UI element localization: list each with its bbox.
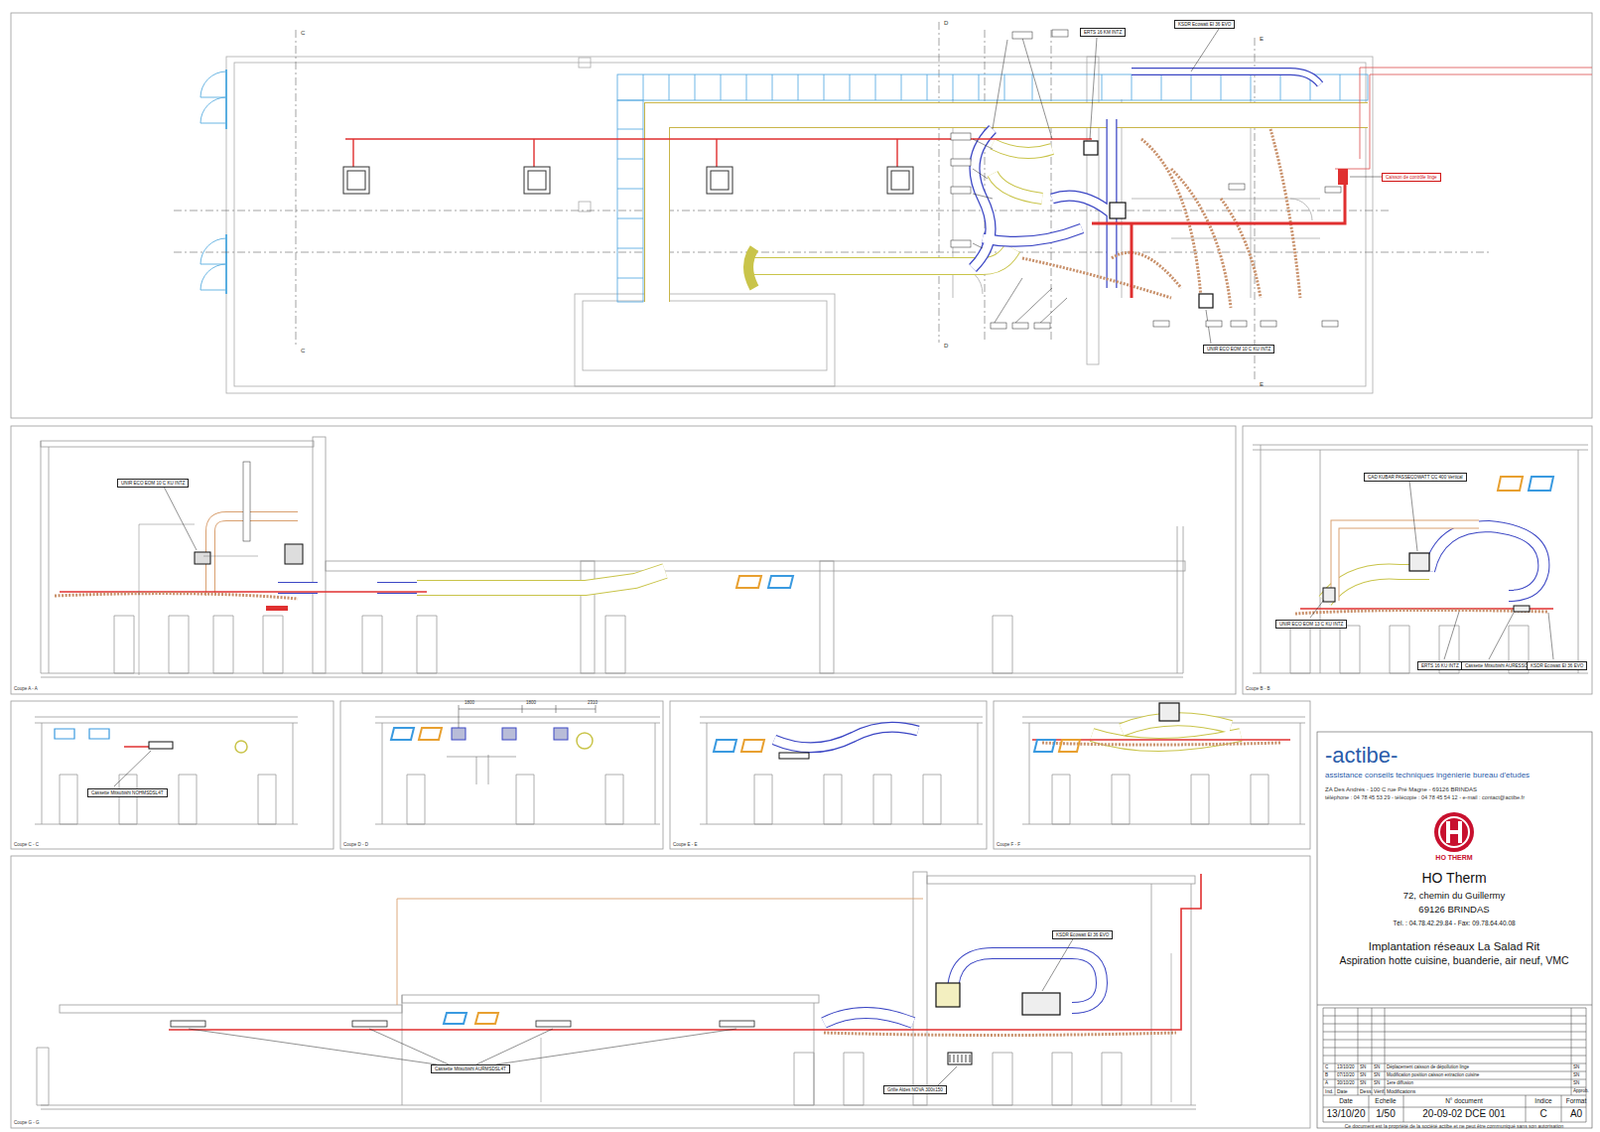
callout-text: UNIR ECO EOM 13 C KU INTZ — [1279, 621, 1343, 627]
table-cell: 13/10/20 — [1336, 1065, 1355, 1070]
table-cell: SN — [1359, 1065, 1366, 1070]
table-cell: SN — [1359, 1080, 1366, 1086]
section-marker: D — [943, 19, 948, 26]
callout-text: Grille Aldes NOVA 300x150 — [887, 1086, 943, 1092]
view-label: Coupe B - B — [1245, 686, 1271, 692]
section-marker: D — [943, 342, 948, 349]
section-marker: E — [1259, 35, 1264, 42]
section-view — [36, 871, 1201, 1109]
table-cell: 13/10/20 — [1327, 1108, 1366, 1120]
section-marker: C — [300, 29, 305, 36]
view-label: Coupe G - G — [13, 1120, 40, 1126]
callout-text: ERTS 16 KU INTZ — [1421, 663, 1460, 668]
logo-text: HO THERM — [1435, 853, 1472, 861]
drawing-title: Implantation réseaux La Salad Rit — [1368, 939, 1541, 952]
table-header: Dess. — [1359, 1088, 1373, 1094]
callout-text: UNIR ECO EOM 10 C KU INTZ — [121, 480, 185, 486]
address: 72, chemin du Guillermy — [1403, 890, 1505, 901]
callout-box: KSDR Ecowatt EI 36 EVO — [1052, 930, 1113, 939]
callout-box: ERTS 16 KM INTZ — [1079, 27, 1126, 37]
table-cell: SN — [1573, 1072, 1580, 1078]
floor-plan — [173, 21, 1593, 394]
section-view — [34, 702, 1306, 824]
callout-box: Cassette Mitsubishi AURMSDSL4T — [430, 1064, 511, 1073]
table-cell: 30/10/20 — [1336, 1080, 1355, 1086]
table-cell: A — [1325, 1080, 1329, 1086]
company-logo — [1434, 811, 1474, 852]
table-header: Date — [1338, 1097, 1353, 1105]
table-cell: C — [1325, 1065, 1329, 1070]
table-header: Format — [1566, 1097, 1588, 1105]
table-cell: 07/10/20 — [1336, 1072, 1355, 1078]
table-header: Vérif. — [1373, 1088, 1386, 1094]
table-header: Indice — [1534, 1097, 1552, 1105]
disclaimer: Ce document est la propriété de la socié… — [1344, 1123, 1565, 1129]
sheet-frames — [10, 12, 1593, 1128]
callout-box: KSDR Ecowatt EI 36 EVO — [1174, 19, 1235, 29]
section-view — [40, 436, 1186, 677]
table-cell: SN — [1573, 1065, 1580, 1070]
callout-text: KSDR Ecowatt EI 36 EVO — [1056, 932, 1109, 937]
callout-box: ERTS 16 KU INTZ — [1417, 661, 1464, 670]
callout-text: KSDR Ecowatt EI 36 EVO — [1178, 21, 1231, 27]
company-tagline: assistance conseils techniques ingénieri… — [1325, 771, 1530, 780]
table-cell: SN — [1359, 1072, 1366, 1078]
callout-text: UNIR ECO EOM 10 C KU INTZ — [1206, 346, 1271, 352]
address: 69126 BRINDAS — [1418, 904, 1489, 915]
address: ZA Des Andrés - 100 C rue Pré Magne - 69… — [1325, 786, 1477, 793]
section-marker: C — [300, 347, 305, 354]
view-label: Coupe A - A — [13, 686, 38, 692]
callout-text: Cassette Mitsubishi AURMSDSL4T — [434, 1066, 507, 1071]
dimension: 1800 — [526, 700, 536, 706]
title-block — [1317, 731, 1593, 1128]
callout-box: Grille Aldes NOVA 300x150 — [883, 1084, 947, 1094]
table-header: N° document — [1445, 1097, 1483, 1105]
callout-box: UNIR ECO EOM 10 C KU INTZ — [117, 478, 189, 488]
table-cell: SN — [1573, 1080, 1580, 1086]
callout-text: CAD KUBAR PASSECOWATT CC 400 Vertical — [1367, 474, 1464, 480]
table-header: Approb. — [1573, 1088, 1590, 1094]
callout-box: UNIR ECO EOM 10 C KU INTZ — [1202, 344, 1275, 354]
contact: Tél. : 04.78.42.29.84 - Fax: 09.78.64.40… — [1392, 920, 1515, 928]
callout-text: Caisson de contrôle linge — [1385, 174, 1438, 180]
table-cell: B — [1325, 1072, 1329, 1078]
client-name: HO Therm — [1421, 870, 1486, 886]
table-cell: A0 — [1570, 1108, 1583, 1120]
section-view — [1252, 444, 1589, 673]
dimension: 2310 — [587, 700, 598, 706]
table-cell: 1/50 — [1375, 1108, 1395, 1120]
callout-text: Cassette Mitsubishi AURESSOL4T — [1465, 663, 1536, 668]
company-name: -actibe- — [1325, 743, 1398, 767]
view-label: Coupe D - D — [343, 842, 369, 848]
callout-box: Caisson de contrôle linge — [1381, 172, 1442, 182]
view-label: Coupe F - F — [996, 842, 1021, 848]
table-cell: Modification position caisson extraction… — [1386, 1072, 1479, 1078]
callout-box: UNIR ECO EOM 13 C KU INTZ — [1275, 619, 1347, 629]
dimension: 1800 — [464, 700, 475, 706]
subtitle: Aspiration hotte cuisine, buanderie, air… — [1338, 954, 1569, 966]
table-header: Ind. — [1325, 1088, 1334, 1094]
contact: téléphone : 04 78 45 53 29 - télécopie :… — [1325, 795, 1525, 801]
callout-text: KSDR Ecowatt EI 36 EVO — [1530, 663, 1584, 668]
callout-box: CAD KUBAR PASSECOWATT CC 400 Vertical — [1363, 472, 1467, 482]
table-header: Echelle — [1374, 1097, 1396, 1105]
callout-text: ERTS 16 KM INTZ — [1083, 29, 1122, 35]
table-cell: SN — [1373, 1080, 1380, 1086]
table-cell: C — [1539, 1108, 1547, 1120]
callout-text: Cassette Mitsubishi NOHMSDSL4T — [91, 790, 164, 796]
view-label: Coupe E - E — [672, 842, 698, 848]
table-header: Date — [1336, 1088, 1348, 1094]
table-cell: 20-09-02 DCE 001 — [1422, 1108, 1505, 1120]
table-cell: 1ere diffusion — [1386, 1080, 1414, 1086]
table-cell: Déplacement caisson de dépollution linge — [1386, 1065, 1469, 1070]
table-header: Modifications — [1386, 1088, 1416, 1094]
callout-box: Cassette Mitsubishi NOHMSDSL4T — [87, 788, 168, 798]
section-marker: E — [1259, 381, 1264, 388]
view-label: Coupe C - C — [13, 842, 39, 848]
table-cell: SN — [1373, 1065, 1380, 1070]
table-cell: SN — [1373, 1072, 1380, 1078]
callout-box: KSDR Ecowatt EI 36 EVO — [1526, 661, 1588, 670]
